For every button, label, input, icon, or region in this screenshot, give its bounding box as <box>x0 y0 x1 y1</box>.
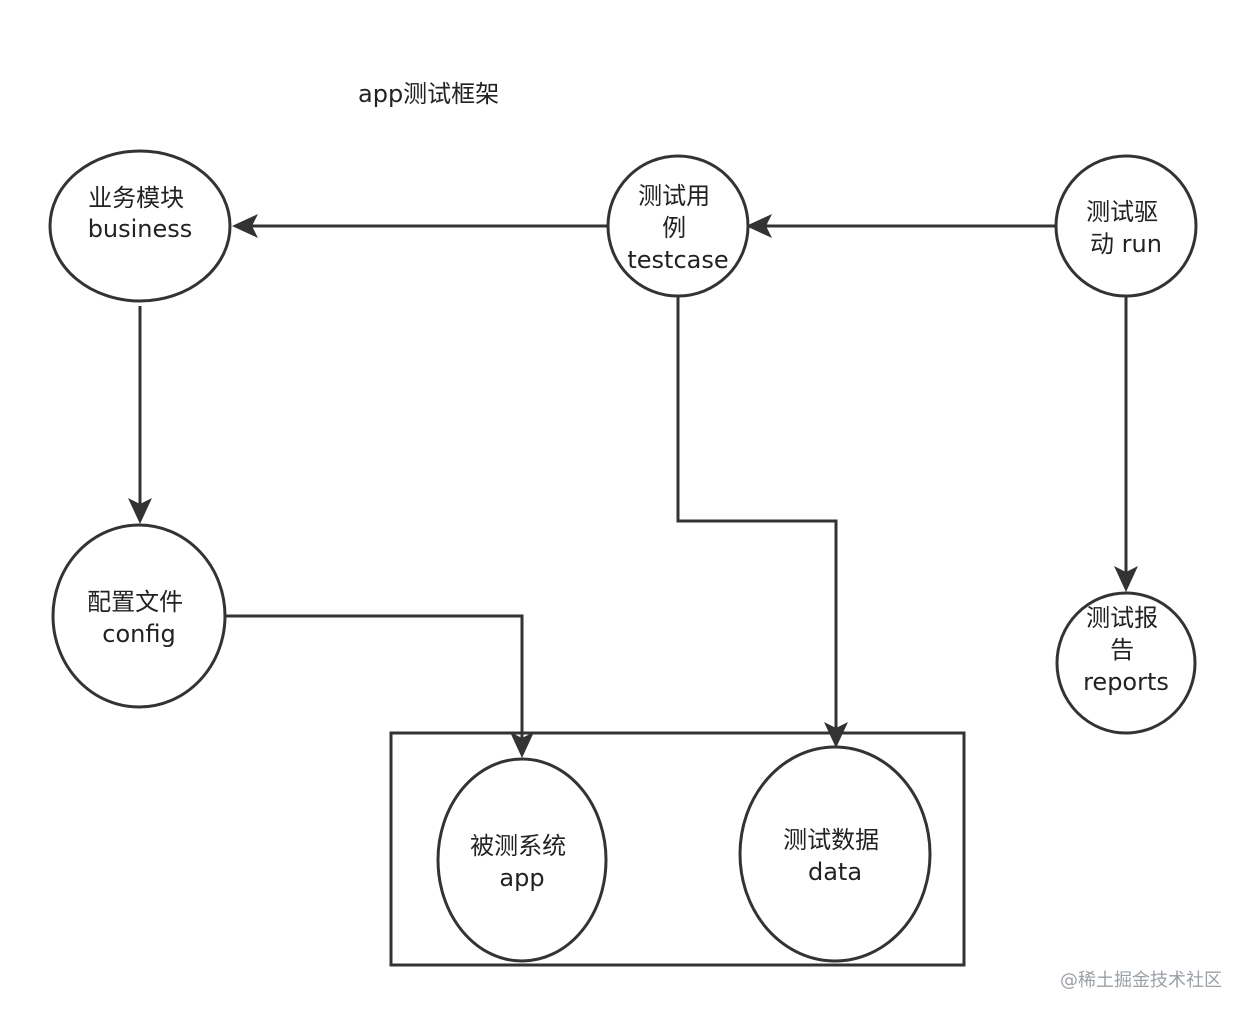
node-reports-label: 测试报 告 reports <box>1083 604 1169 696</box>
node-run-line-2: 动 run <box>1090 230 1162 258</box>
node-business: 业务模块 business <box>48 149 232 303</box>
arrowhead-app <box>510 732 534 758</box>
node-data: 测试数据 data <box>738 745 932 963</box>
node-reports-line-1: 测试报 <box>1086 604 1158 632</box>
node-data-line-1: 测试数据 <box>783 826 879 854</box>
node-reports-line-3: reports <box>1083 668 1169 696</box>
node-app-label: 被测系统 app <box>470 832 574 892</box>
node-testcase-line-3: testcase <box>627 246 728 274</box>
system-under-test-container <box>389 731 966 967</box>
node-config-line-1: 配置文件 <box>87 588 183 616</box>
node-reports-line-2: 告 <box>1110 636 1134 664</box>
node-business-shape <box>48 149 232 303</box>
arrowhead-business <box>232 214 258 238</box>
node-config-shape <box>51 523 227 709</box>
node-business-line-2: business <box>88 215 193 243</box>
node-data-line-2: data <box>808 858 862 886</box>
node-config-label: 配置文件 config <box>87 588 191 648</box>
node-run-shape <box>1054 154 1198 298</box>
node-app: 被测系统 app <box>436 757 608 963</box>
node-app-line-1: 被测系统 <box>470 832 566 860</box>
node-business-line-1: 业务模块 <box>88 184 184 212</box>
node-reports: 测试报 告 reports <box>1055 591 1197 735</box>
node-data-shape <box>738 745 932 963</box>
node-business-label: 业务模块 business <box>88 184 193 243</box>
node-testcase-line-2: 例 <box>662 214 686 242</box>
node-testcase: 测试用 例 testcase <box>606 154 750 298</box>
node-testcase-shape <box>606 154 750 298</box>
node-data-label: 测试数据 data <box>783 826 887 886</box>
node-testcase-line-1: 测试用 <box>638 182 710 210</box>
arrowhead-config <box>128 498 152 524</box>
node-run-line-1: 测试驱 <box>1086 198 1158 226</box>
arrowhead-data <box>824 722 848 748</box>
node-app-line-2: app <box>499 864 544 892</box>
edge-testcase-to-data <box>676 296 838 728</box>
diagram-title: app测试框架 <box>358 80 500 108</box>
node-run-label: 测试驱 动 run <box>1086 198 1166 258</box>
node-reports-shape <box>1055 591 1197 735</box>
node-config-line-2: config <box>102 620 175 648</box>
arrowhead-reports <box>1114 566 1138 592</box>
node-app-shape <box>436 757 608 963</box>
node-config: 配置文件 config <box>51 523 227 709</box>
arrowhead-testcase <box>746 214 772 238</box>
node-run: 测试驱 动 run <box>1054 154 1198 298</box>
node-testcase-label: 测试用 例 testcase <box>627 182 728 274</box>
watermark: @稀土掘金技术社区 <box>1060 970 1222 991</box>
edge-config-to-app <box>226 614 524 738</box>
edges <box>128 214 1138 758</box>
